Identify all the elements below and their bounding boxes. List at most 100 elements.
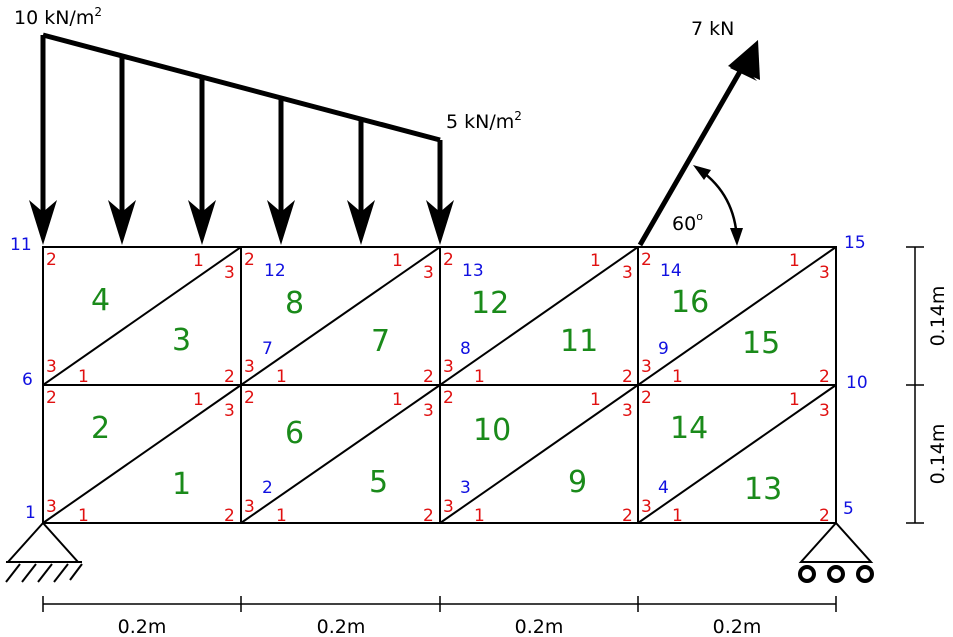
- element-number: 1: [172, 467, 191, 502]
- element-number: 15: [742, 326, 780, 361]
- local-node-number: 1: [78, 506, 89, 526]
- local-node-number: 2: [819, 367, 830, 387]
- local-node-number: 1: [672, 506, 683, 526]
- local-node-number: 3: [46, 497, 57, 517]
- local-node-number: 2: [46, 250, 57, 270]
- hatch: [37, 563, 53, 583]
- arrowhead-icon: [29, 200, 57, 245]
- mesh-diagonal: [637, 246, 837, 386]
- point-load-label: 7 kN: [691, 18, 734, 40]
- local-node-number: 3: [244, 357, 255, 377]
- node-number: 7: [262, 339, 273, 359]
- local-node-number: 3: [423, 401, 434, 421]
- element-number: 8: [285, 286, 304, 321]
- angle-arc-arrow-icon: [730, 228, 743, 246]
- local-node-number: 1: [590, 390, 601, 410]
- element-number: 2: [91, 411, 110, 446]
- local-node-number: 3: [819, 401, 830, 421]
- local-node-number: 3: [641, 497, 652, 517]
- element-numbers: 1 2 3 4 5 6 7 8 9 10 11 12 13 14 15 16: [91, 283, 782, 507]
- load-left-label: 10 kN/m2: [14, 5, 102, 29]
- local-node-number: 3: [224, 263, 235, 283]
- local-node-number: 2: [46, 388, 57, 408]
- local-node-number: 2: [641, 388, 652, 408]
- hatch: [5, 563, 21, 583]
- local-node-number: 1: [590, 251, 601, 271]
- local-node-number: 1: [78, 367, 89, 387]
- load-right-label: 5 kN/m2: [446, 109, 522, 133]
- node-numbers: 1 2 3 4 5 6 7 8 9 10 11 12 13 14 15: [10, 233, 868, 523]
- local-node-number: 2: [423, 506, 434, 526]
- element-number: 7: [371, 324, 390, 359]
- element-number: 14: [670, 411, 708, 446]
- arrowhead-icon: [426, 200, 454, 245]
- local-node-numbers: 3 1 2 2 1 3 3 1 2 2 1 3 3 1 2 2 1 3 3 1 …: [46, 250, 830, 526]
- local-node-number: 2: [819, 506, 830, 526]
- point-load-arrowhead-icon: [728, 40, 760, 80]
- span-label: 0.2m: [515, 616, 564, 637]
- element-number: 10: [473, 413, 511, 448]
- node-number: 13: [462, 261, 484, 281]
- element-number: 3: [172, 323, 191, 358]
- pin-support: [5, 521, 83, 583]
- local-node-number: 1: [392, 390, 403, 410]
- node-number: 2: [262, 478, 273, 498]
- local-node-number: 1: [474, 506, 485, 526]
- local-node-number: 3: [224, 401, 235, 421]
- node-number: 1: [25, 503, 36, 523]
- local-node-number: 1: [193, 390, 204, 410]
- node-number: 3: [460, 478, 471, 498]
- span-label: 0.2m: [317, 616, 366, 637]
- local-node-number: 1: [789, 390, 800, 410]
- local-node-number: 3: [819, 263, 830, 283]
- local-node-number: 3: [443, 357, 454, 377]
- hatch: [53, 563, 69, 583]
- mesh-diagonal: [42, 384, 242, 524]
- mesh-diagonal: [240, 384, 441, 524]
- node-number: 6: [22, 370, 33, 390]
- roller-wheel-icon: [827, 565, 845, 583]
- node-number: 11: [10, 235, 32, 255]
- distributed-load: [40, 32, 443, 215]
- local-node-number: 2: [622, 367, 633, 387]
- span-label: 0.2m: [713, 616, 762, 637]
- local-node-number: 1: [474, 367, 485, 387]
- local-node-number: 1: [276, 506, 287, 526]
- local-node-number: 3: [622, 401, 633, 421]
- local-node-number: 3: [423, 263, 434, 283]
- pin-support-triangle: [5, 521, 81, 563]
- local-node-number: 3: [46, 357, 57, 377]
- distributed-load-arrowheads: [29, 200, 454, 245]
- local-node-number: 2: [224, 367, 235, 387]
- node-number: 10: [846, 373, 868, 393]
- mesh-diagonal: [240, 246, 441, 386]
- roller-wheel-icon: [856, 565, 874, 583]
- local-node-number: 2: [423, 367, 434, 387]
- mesh-diagonal: [439, 384, 639, 524]
- arrowhead-icon: [188, 200, 216, 245]
- element-number: 16: [671, 285, 709, 320]
- vertical-dimension: [906, 246, 924, 524]
- roller-support: [798, 521, 874, 583]
- arrowhead-icon: [108, 200, 136, 245]
- arrowhead-icon: [267, 200, 295, 245]
- node-number: 4: [658, 478, 669, 498]
- hatch: [21, 563, 37, 583]
- angle-arc-arrow-icon: [693, 165, 711, 180]
- local-node-number: 2: [641, 250, 652, 270]
- local-node-number: 3: [244, 497, 255, 517]
- element-number: 5: [369, 465, 388, 500]
- node-number: 15: [844, 233, 866, 253]
- roller-support-triangle: [798, 521, 874, 563]
- element-number: 11: [560, 324, 598, 359]
- element-number: 4: [91, 283, 110, 318]
- mesh-diagonal: [42, 246, 242, 386]
- local-node-number: 1: [276, 367, 287, 387]
- local-node-number: 1: [672, 367, 683, 387]
- mesh-diagonal: [637, 384, 837, 524]
- local-node-number: 2: [244, 388, 255, 408]
- local-node-number: 3: [641, 357, 652, 377]
- mesh: [42, 246, 837, 524]
- node-number: 14: [660, 261, 682, 281]
- roller-wheel-icon: [798, 565, 816, 583]
